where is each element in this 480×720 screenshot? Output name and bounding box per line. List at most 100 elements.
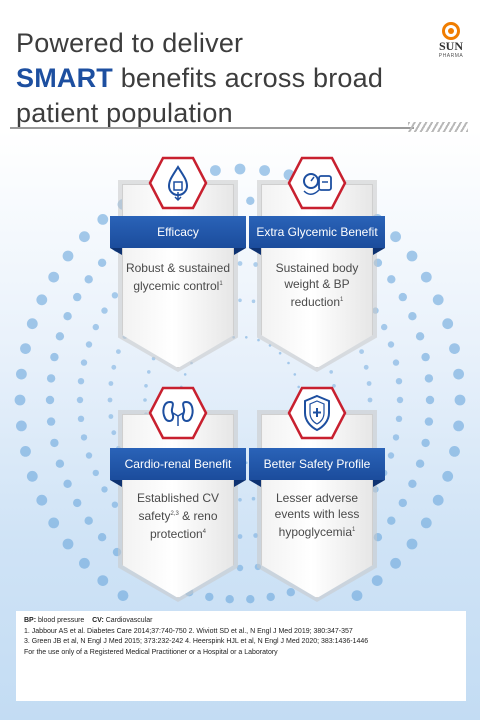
decor-dot [92,323,100,331]
decor-dot [332,384,336,388]
decor-dot [80,434,88,441]
decor-dot [329,370,334,374]
title-line-3: patient population [16,98,233,128]
decor-dot [116,349,121,354]
title-smart-word: SMART [16,63,113,93]
weight-bp-icon [287,156,347,210]
decor-dot [108,414,114,419]
decor-dot [259,165,270,176]
decor-dot [26,470,38,482]
decor-dot [101,307,108,314]
decor-dot [147,370,151,374]
usage-note: For the use only of a Registered Medical… [24,648,278,656]
decor-dot [46,374,56,383]
decor-dot [20,343,31,354]
kidney-icon [148,386,208,440]
decor-dot [257,338,260,342]
abbreviations: BP: blood pressure CV: Cardiovascular [24,617,153,624]
decor-dot [63,479,72,488]
decor-dot [392,359,400,366]
decor-dot [45,395,55,405]
decor-dot [415,459,425,468]
decor-dot [253,262,259,267]
decor-dot [143,398,147,402]
card-text: Lesser adverse events with less hypoglyc… [274,491,360,539]
title-line-2-rest: benefits across broad [113,63,384,93]
references-footer: BP: blood pressure CV: Cardiovascular 1.… [16,611,466,701]
decor-dot [97,214,109,225]
decor-dot [97,533,107,542]
decor-dot [48,517,60,529]
decor-dot [449,343,460,354]
decor-dot [14,394,26,406]
decor-dot [390,557,401,569]
card-label: Efficacy [110,216,246,255]
decor-dot [236,564,244,572]
decor-dot [415,332,425,341]
decor-dot [205,592,214,602]
decor-dot [76,396,84,404]
decor-dot [425,395,435,405]
decor-dot [16,420,27,432]
decor-dot [253,533,259,538]
decor-dot [432,494,444,506]
decor-dot [366,381,372,386]
decor-dot [48,271,60,283]
shield-icon [287,386,347,440]
decor-dot [453,368,464,380]
decor-dot [77,378,85,385]
decor-dot [84,516,93,525]
decor-dot [297,385,301,389]
decor-dot [246,196,255,205]
card-label: Extra Glycemic Benefit [249,216,385,255]
decor-dot [36,494,48,506]
decor-dot [73,292,82,302]
reference-line-2: 3. Green JB et al, N Engl J Med 2015; 37… [24,638,369,645]
title-divider-hatch [408,122,468,132]
decor-dot [50,352,59,362]
decor-dot [111,430,117,436]
decor-dot [111,292,119,299]
decor-dot [210,165,221,176]
decor-dot [406,538,418,550]
decor-dot [454,394,466,406]
title-line-2: SMART benefits across broad [16,61,396,96]
decor-dot [387,341,395,348]
card-text: Sustained body weight & BP reduction1 [275,261,359,309]
decor-dot [395,378,403,385]
decor-dot [111,364,117,370]
decor-dot [46,417,56,426]
decor-dot [390,231,401,243]
reference-line-1: 1. Jabbour AS et al. Diabetes Care 2014;… [24,627,353,635]
decor-dot [387,516,396,525]
decor-dot [26,318,38,330]
decor-dot [237,534,243,539]
decor-dot [398,292,407,302]
card-label: Cardio-renal Benefit [110,448,246,487]
drop-cube-icon [148,156,208,210]
decor-dot [453,420,464,432]
decor-dot [286,588,295,597]
decor-dot [245,336,248,339]
card-efficacy: Efficacy Robust & sustained glycemic con… [110,156,246,372]
decor-dot [55,459,65,468]
decor-dot [367,397,373,403]
decor-dot [442,470,454,482]
decor-dot [111,501,119,508]
decor-dot [387,275,396,284]
decor-dot [85,341,93,348]
decor-dot [408,312,417,321]
decor-dot [50,438,59,448]
decor-dot [408,479,417,488]
decor-dot [237,261,243,266]
decor-dot [363,364,369,370]
decor-dot [371,575,383,586]
decor-dot [77,415,85,422]
decor-dot [84,275,93,284]
page-title: Powered to deliver SMART benefits across… [16,26,396,131]
decor-dot [432,294,444,306]
decor-dot [251,496,256,501]
decor-dot [293,373,297,376]
title-line-1: Powered to deliver [16,28,244,58]
card-text: Established CV safety2,3 & reno protecti… [136,491,220,541]
